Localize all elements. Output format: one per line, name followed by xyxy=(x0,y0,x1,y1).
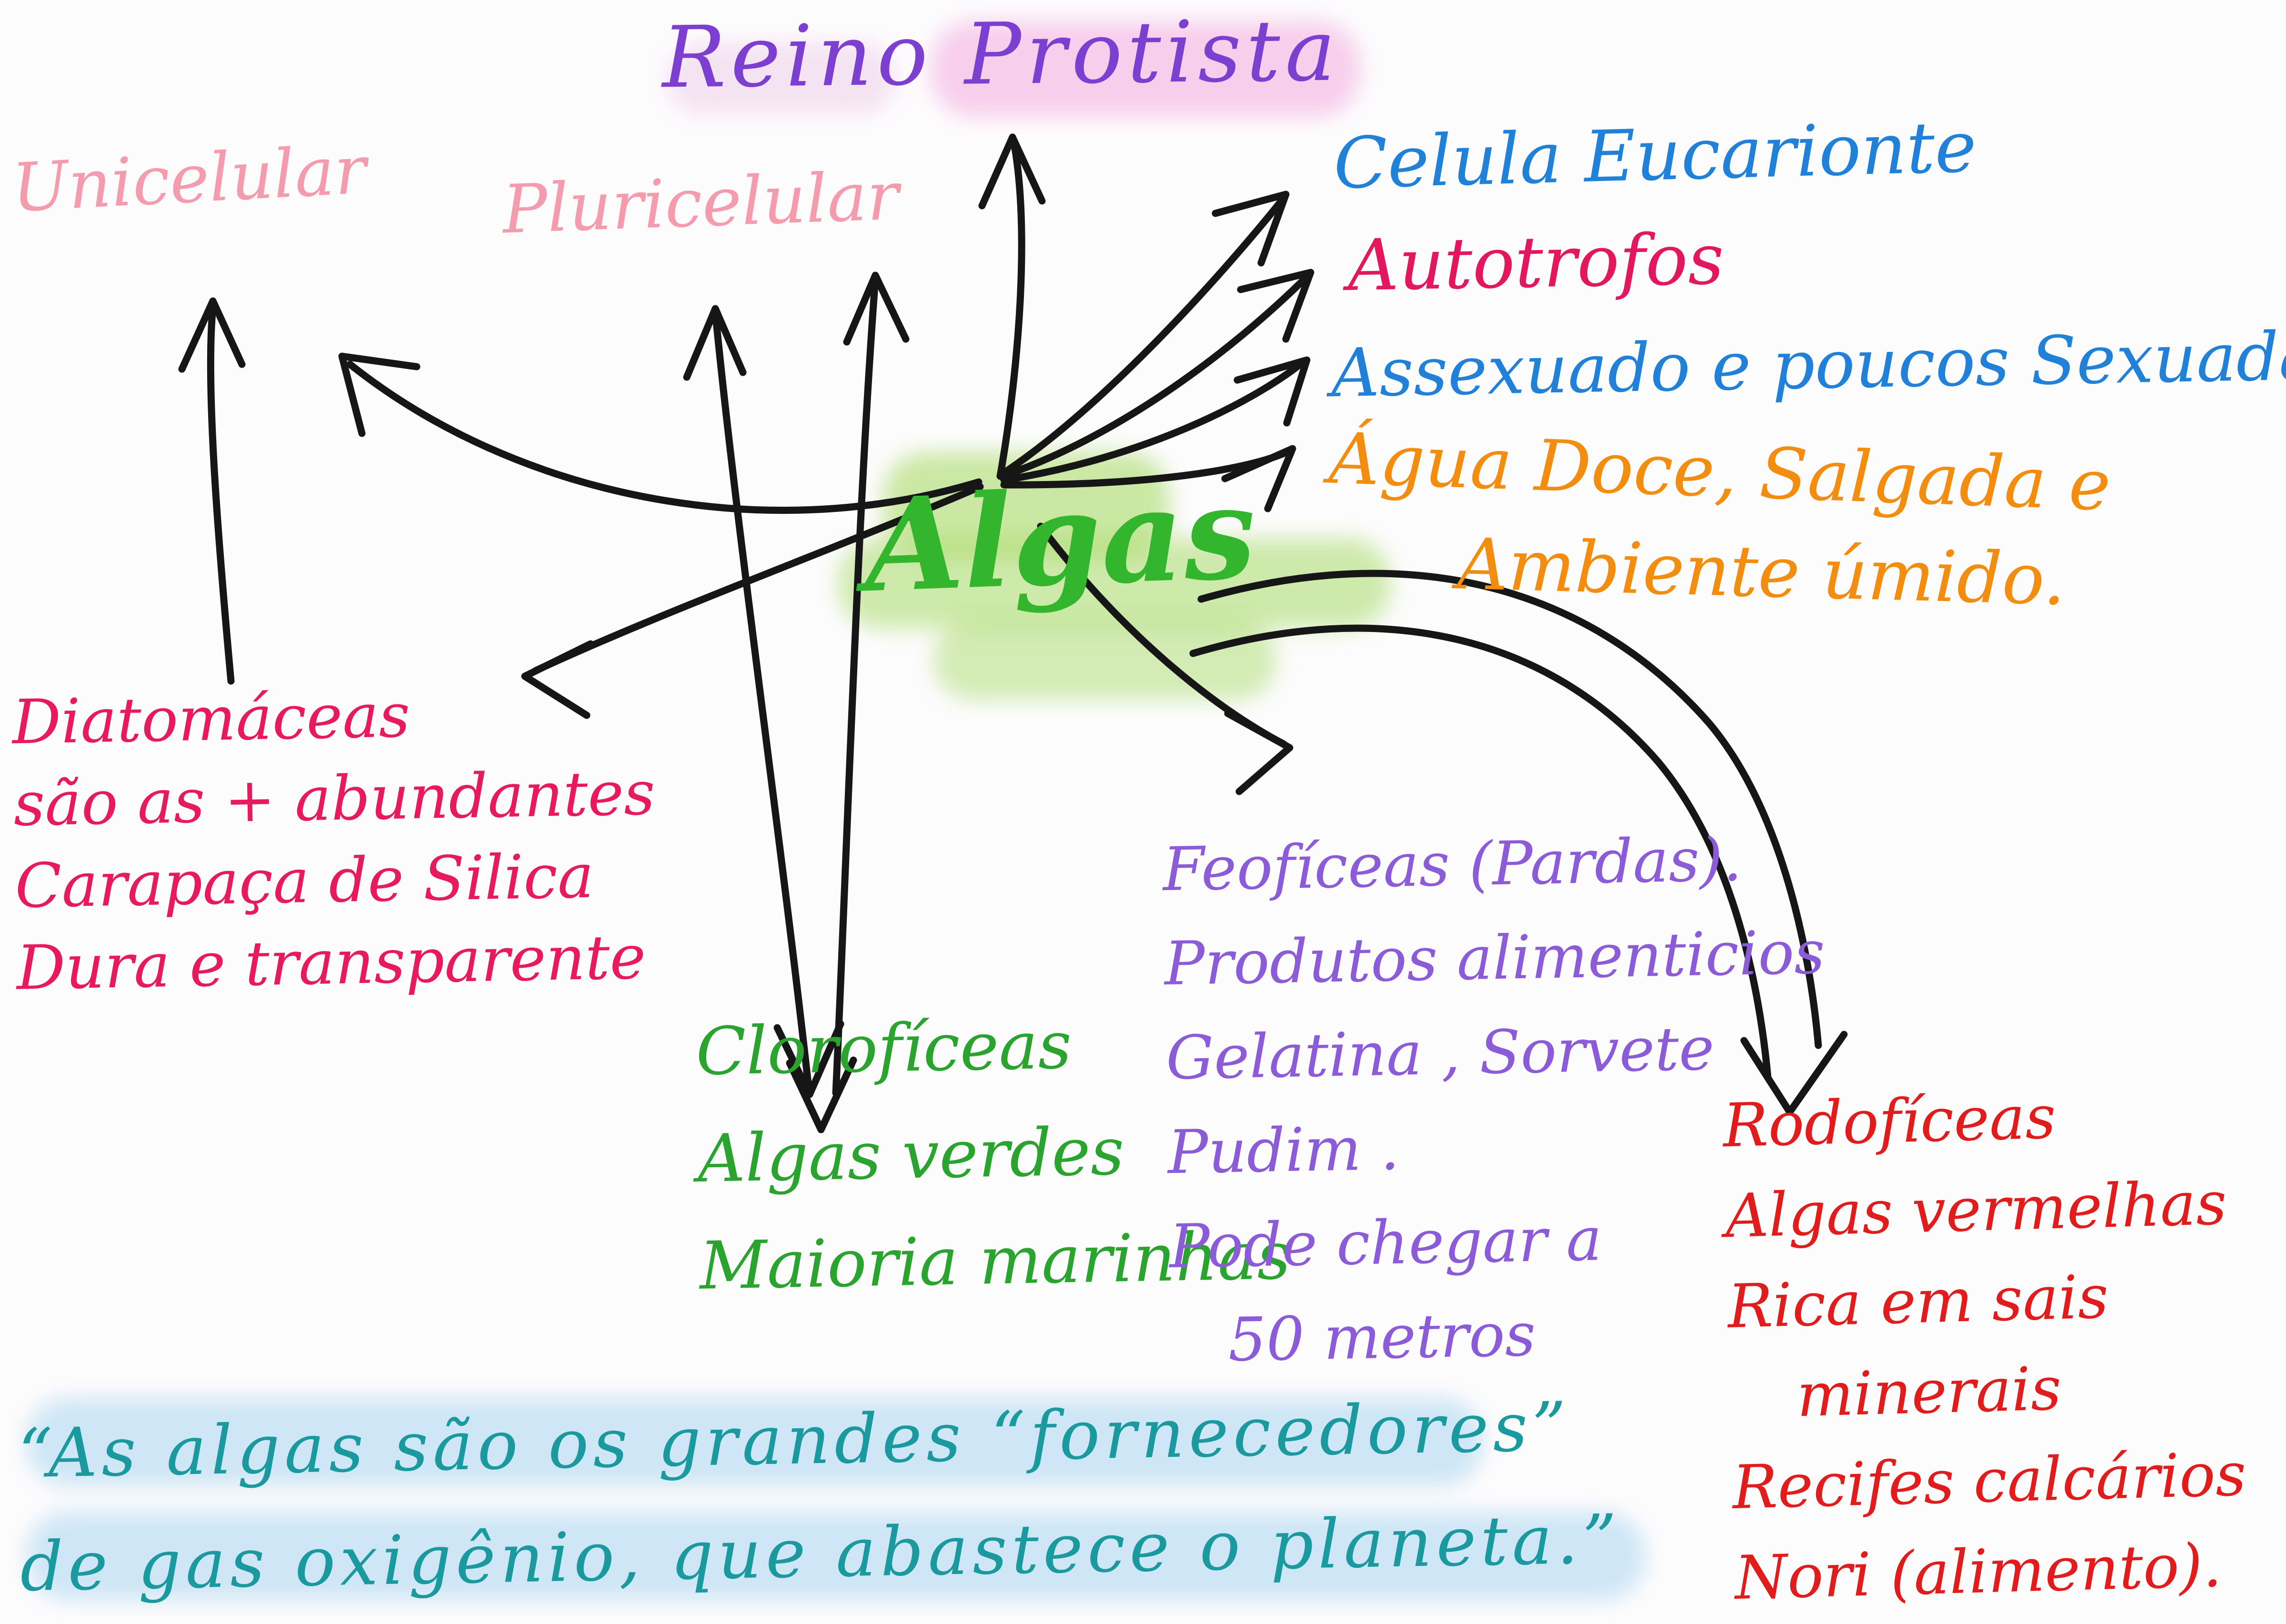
highlight-title-pink xyxy=(931,21,1360,117)
arrow-algas-to-rodoficeas xyxy=(1189,570,1848,1116)
node-reino-protista: Reino Protista xyxy=(661,1,1341,107)
rodoficeas-line: Rica em sais xyxy=(1726,1262,2110,1342)
highlight-quote-blue-1 xyxy=(26,1398,1484,1486)
quote-block: “As algas são os grandes “fornecedores” … xyxy=(17,1370,1622,1624)
arrow-algas-to-diatomaceas xyxy=(521,483,984,719)
node-diatomaceas: Diatomáceas são as + abundantes Carapaça… xyxy=(11,671,659,1009)
highlight-algas-green-3 xyxy=(933,619,1276,700)
arrow-algas-to-assexuado xyxy=(1000,356,1311,484)
arrow-algas-to-feoficeas xyxy=(1037,522,1293,795)
diatomaceas-line: Carapaça de Silica xyxy=(14,841,595,922)
arrow-algas-to-unicelular xyxy=(338,352,983,514)
rodoficeas-line: Recifes calcários xyxy=(1731,1439,2247,1523)
arrow-algas-to-reino-protista xyxy=(978,133,1046,480)
diatomaceas-line: Diatomáceas xyxy=(11,680,411,758)
arrow-algas-to-celula-eucarionte xyxy=(999,190,1290,478)
node-algas-center: Algas xyxy=(862,457,1258,622)
arrow-cloroficeas-pluricelular-right xyxy=(786,271,910,1133)
arrow-algas-to-autotrofos xyxy=(999,269,1314,480)
node-pluricelular: Pluricelular xyxy=(501,157,900,249)
feoficeas-line: Feofíceas (Pardas). xyxy=(1162,824,1743,905)
highlight-quote-blue-2 xyxy=(26,1512,1645,1600)
arrow-algas-to-agua-doce xyxy=(1000,445,1296,512)
node-autotrofos: Autotrofos xyxy=(1347,218,1725,307)
diatomaceas-line: são as + abundantes xyxy=(13,758,656,840)
feoficeas-line: Produtos alimenticios xyxy=(1163,917,1826,999)
rodoficeas-line: Nori (alimento). xyxy=(1734,1530,2223,1613)
rodoficeas-line: minerais xyxy=(1795,1353,2063,1431)
rodoficeas-line: Algas vermelhas xyxy=(1724,1168,2228,1252)
arrow-diatomaceas-to-unicelular xyxy=(178,297,246,685)
rodoficeas-line: Rodofíceas xyxy=(1722,1082,2057,1161)
highlight-title-pink-left xyxy=(667,43,895,114)
arrow-cloroficeas-pluricelular-left xyxy=(683,305,844,1098)
node-rodoficeas: Rodofíceas Algas vermelhas Rica em sais … xyxy=(1722,1067,2249,1624)
node-habitat-line2: Ambiente úmido. xyxy=(1456,523,2067,621)
node-celula-eucarionte: Celula Eucarionte xyxy=(1332,106,1978,205)
diatomaceas-line: Dura e transparente xyxy=(16,922,647,1004)
